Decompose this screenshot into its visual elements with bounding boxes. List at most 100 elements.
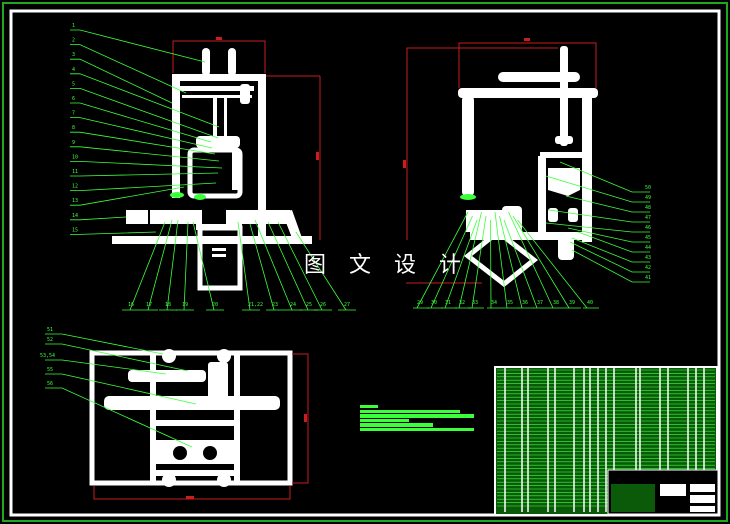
leader-line bbox=[176, 221, 194, 311]
callout-label: 7 bbox=[72, 111, 75, 117]
callout-label: 3 bbox=[72, 52, 75, 58]
callout-label: 1 bbox=[72, 23, 75, 29]
callout-label: 45 bbox=[645, 235, 651, 241]
leader-line bbox=[567, 227, 650, 243]
leader-line bbox=[249, 223, 284, 311]
callout-label: 44 bbox=[645, 245, 651, 251]
callout-label: 31 bbox=[445, 300, 451, 306]
leader-line bbox=[571, 249, 650, 283]
leader-line bbox=[122, 221, 166, 311]
callout-label: 39 bbox=[569, 300, 575, 306]
callout-label: 48 bbox=[645, 205, 651, 211]
title-block-cell bbox=[690, 506, 715, 512]
leader-line bbox=[571, 237, 650, 263]
callout-label: 37 bbox=[537, 300, 543, 306]
leader-line bbox=[70, 58, 173, 104]
leader-line bbox=[545, 222, 650, 233]
leader-line bbox=[237, 221, 260, 311]
callout-label: 46 bbox=[645, 225, 651, 231]
leader-line bbox=[70, 186, 185, 206]
callout-label: 25 bbox=[306, 302, 312, 308]
callout-label: 47 bbox=[645, 215, 651, 221]
callout-label: 19 bbox=[182, 302, 188, 308]
title-block-cell bbox=[690, 484, 715, 492]
leader-line bbox=[45, 343, 189, 372]
callout-label: 23 bbox=[272, 302, 278, 308]
callout-label: 51 bbox=[47, 327, 53, 333]
technical-notes bbox=[360, 405, 474, 431]
front-view bbox=[112, 48, 312, 291]
callout-label: 24 bbox=[290, 302, 296, 308]
leader-line bbox=[545, 175, 650, 203]
callout-label: 12 bbox=[72, 184, 78, 190]
callout-label: 43 bbox=[645, 255, 651, 261]
callout-label: 32 bbox=[459, 300, 465, 306]
leader-line bbox=[548, 209, 650, 223]
callout-label: 21,22 bbox=[248, 302, 263, 308]
callout-label: 41 bbox=[645, 275, 651, 281]
callout-label: 2 bbox=[72, 38, 75, 44]
callout-label: 30 bbox=[431, 300, 437, 306]
leader-line bbox=[254, 219, 302, 311]
leader-line bbox=[45, 359, 167, 375]
leader-line bbox=[70, 131, 216, 155]
leader-line bbox=[277, 221, 332, 311]
callout-label: 20 bbox=[212, 302, 218, 308]
leader-line bbox=[295, 231, 356, 311]
top-view bbox=[89, 349, 293, 487]
leader-line bbox=[569, 241, 650, 273]
leader-line bbox=[70, 231, 157, 235]
title-block-signatures bbox=[611, 484, 655, 512]
callout-label: 26 bbox=[320, 302, 326, 308]
leader-line bbox=[517, 219, 599, 309]
callout-label: 40 bbox=[587, 300, 593, 306]
leader-line bbox=[45, 333, 164, 355]
leader-line bbox=[70, 44, 187, 94]
leader-line bbox=[487, 219, 503, 309]
callout-label: 50 bbox=[645, 185, 651, 191]
callout-label: 4 bbox=[72, 67, 75, 73]
callout-label: 29 bbox=[417, 300, 423, 306]
front-view-dimensions bbox=[172, 37, 321, 240]
leader-lines bbox=[45, 29, 650, 448]
leader-line bbox=[503, 219, 549, 309]
callout-label: 52 bbox=[47, 337, 53, 343]
side-view-dimensions bbox=[403, 38, 597, 284]
leader-line bbox=[45, 387, 193, 448]
leader-line bbox=[70, 146, 220, 162]
side-view bbox=[458, 46, 598, 288]
title-block-cell bbox=[690, 495, 715, 503]
callout-label: 8 bbox=[72, 125, 75, 131]
leader-line bbox=[70, 88, 219, 139]
leader-line bbox=[70, 73, 220, 128]
callout-label: 27 bbox=[344, 302, 350, 308]
callout-label: 5 bbox=[72, 81, 75, 87]
leader-line bbox=[565, 195, 650, 213]
leader-line bbox=[494, 211, 519, 309]
callout-label: 35 bbox=[507, 300, 513, 306]
callout-label: 10 bbox=[72, 154, 78, 160]
leader-line bbox=[70, 172, 219, 177]
callout-label: 13 bbox=[72, 198, 78, 204]
leader-line bbox=[441, 219, 478, 309]
leader-line bbox=[70, 182, 217, 191]
leader-line bbox=[413, 211, 469, 309]
leader-line bbox=[70, 117, 213, 149]
callout-label: 6 bbox=[72, 96, 75, 102]
top-view-dimensions bbox=[93, 353, 309, 500]
leader-line bbox=[192, 221, 224, 311]
drawing-title: 图 文 设 计 bbox=[304, 253, 469, 278]
callout-label: 16 bbox=[128, 302, 134, 308]
leader-line bbox=[70, 161, 223, 169]
leader-line bbox=[508, 211, 565, 309]
leader-line bbox=[159, 219, 179, 311]
callout-label: 18 bbox=[165, 302, 171, 308]
leader-line bbox=[70, 102, 212, 143]
callout-label: 33 bbox=[472, 300, 478, 306]
leader-line bbox=[45, 373, 197, 405]
callout-label: 14 bbox=[72, 213, 78, 219]
